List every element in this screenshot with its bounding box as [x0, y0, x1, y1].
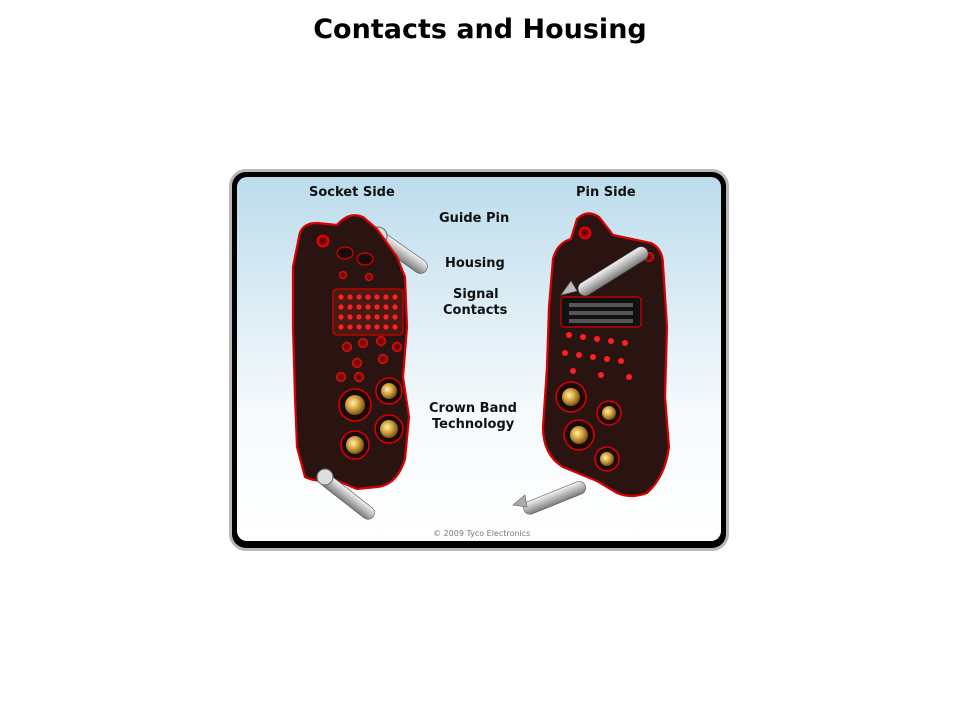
figure-background: Socket Side Pin Side Guide Pin Housing S…: [237, 177, 721, 541]
label-signal-contacts-line1: Signal: [453, 287, 499, 302]
label-socket-side: Socket Side: [309, 185, 395, 200]
guide-pin-bottom-right: [512, 481, 586, 515]
connector-illustration: [291, 212, 671, 520]
label-guide-pin: Guide Pin: [439, 211, 510, 226]
figure-frame: Socket Side Pin Side Guide Pin Housing S…: [232, 172, 726, 548]
label-pin-side: Pin Side: [576, 185, 636, 200]
pin-power-contacts: [555, 381, 622, 472]
socket-power-contacts: [338, 377, 404, 460]
socket-side-connector: [291, 214, 428, 520]
slide-title: Contacts and Housing: [313, 14, 647, 45]
guide-pin-top-right: [560, 246, 649, 296]
socket-signal-contacts: [338, 294, 398, 330]
label-crown-band-line1: Crown Band: [429, 401, 517, 416]
pin-signal-contacts: [560, 296, 642, 380]
copyright-notice: © 2009 Tyco Electronics: [433, 529, 531, 538]
guide-pin-bottom-left: [316, 468, 375, 520]
label-crown-band-line2: Technology: [432, 417, 515, 432]
pin-side-connector: [512, 212, 671, 515]
label-housing: Housing: [445, 256, 505, 271]
label-signal-contacts-line2: Contacts: [443, 303, 508, 318]
